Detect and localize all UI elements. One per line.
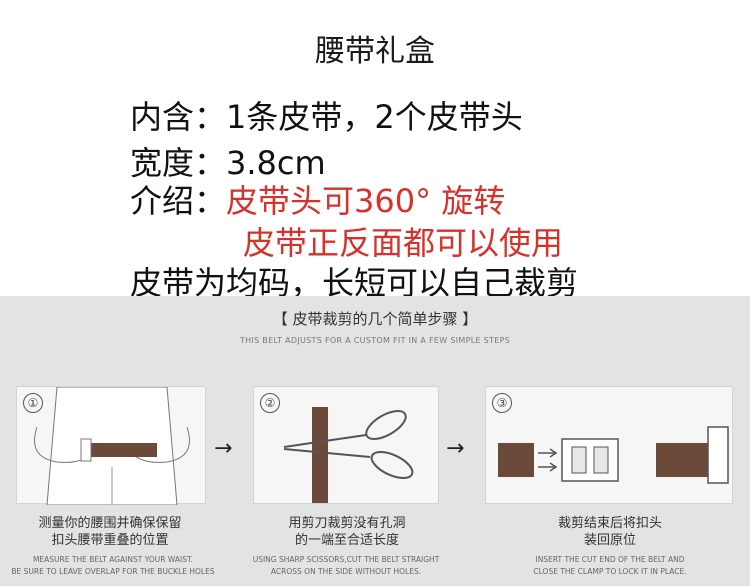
step-1-caption: 测量你的腰围并确保保留 扣头腰带重叠的位置 <box>38 516 182 548</box>
intro-label: 介绍： <box>130 182 227 220</box>
step-3-caption-english: INSERT THE CUT END OF THE BELT AND CLOSE… <box>533 555 687 576</box>
step-1-number: ① <box>23 393 43 413</box>
step-1-card: ① <box>16 386 206 505</box>
step-3-number: ③ <box>492 393 512 413</box>
step-3-caption: 裁剪结束后将扣头 装回原位 <box>557 516 662 548</box>
step-2-caption-english: USING SHARP SCISSORS,CUT THE BELT STRAIG… <box>252 555 440 576</box>
step-3-card: ③ <box>485 386 733 504</box>
arrow-icon: → <box>214 436 233 461</box>
steps-heading: 【 皮带裁剪的几个简单步骤 】 <box>272 310 478 328</box>
intro-text-rotation: 皮带头可360° 旋转 <box>226 182 506 220</box>
steps-subheading: THIS BELT ADJUSTS FOR A CUSTOM FIT IN A … <box>239 336 511 345</box>
step-2-caption: 用剪刀裁剪没有孔洞 的一端至合适长度 <box>288 516 406 548</box>
page-title: 腰带礼盒 <box>315 34 435 69</box>
step-1-caption-english: MEASURE THE BELT AGAINST YOUR WAIST. BE … <box>11 555 215 576</box>
step-2-number: ② <box>260 393 280 413</box>
contents-line: 内含：1条皮带，2个皮带头 <box>130 98 523 136</box>
size-line: 皮带为均码，长短可以自己裁剪 <box>130 264 579 302</box>
buckle-insert-illustration <box>498 426 729 484</box>
intro-text-reversible: 皮带正反面都可以使用 <box>243 224 564 262</box>
step-2-card: ② <box>253 386 439 504</box>
scissors-cut-illustration <box>283 407 414 503</box>
width-line: 宽度：3.8cm <box>130 144 326 182</box>
measure-waist-illustration <box>34 387 190 505</box>
arrow-icon: → <box>446 436 465 461</box>
intro-line: 介绍：皮带头可360° 旋转 <box>130 176 505 222</box>
